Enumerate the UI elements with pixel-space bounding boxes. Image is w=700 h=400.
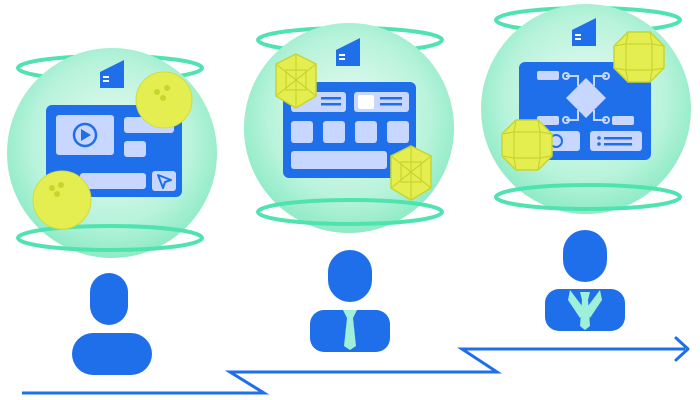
orbit-ring-bottom bbox=[16, 224, 204, 252]
yellow-polyhedron-icon bbox=[613, 31, 665, 83]
building-icon bbox=[336, 38, 360, 66]
orbit-ring-bottom bbox=[256, 198, 444, 226]
user-avatar-icon bbox=[72, 273, 152, 375]
orbit-ring-bottom bbox=[494, 183, 682, 211]
grid-layout-icon bbox=[283, 82, 416, 178]
yellow-polyhedron-icon bbox=[501, 119, 553, 171]
user-with-tie-icon bbox=[310, 250, 390, 352]
stage-3 bbox=[481, 4, 691, 331]
growth-arrow-icon bbox=[22, 336, 690, 395]
dashboard-panel bbox=[46, 105, 182, 197]
building-icon bbox=[572, 18, 596, 46]
user-executive-icon bbox=[545, 230, 625, 331]
input-bar bbox=[80, 173, 146, 189]
list-bar bbox=[124, 141, 146, 157]
stage-1 bbox=[7, 48, 217, 375]
yellow-gem-icon bbox=[275, 53, 317, 109]
building-icon bbox=[100, 60, 124, 88]
yellow-ball-icon bbox=[135, 71, 193, 129]
yellow-ball-icon bbox=[32, 170, 92, 230]
cursor-icon bbox=[157, 174, 172, 189]
video-play-icon bbox=[72, 122, 98, 148]
yellow-gem-icon bbox=[390, 145, 432, 201]
stage-2 bbox=[244, 23, 454, 352]
